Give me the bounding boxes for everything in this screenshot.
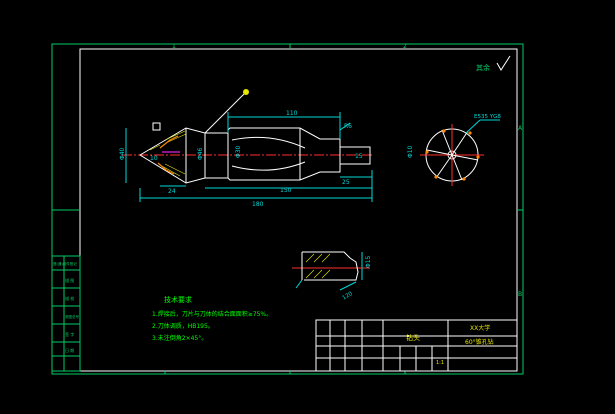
part-name: 钻头	[406, 333, 420, 342]
dim-r6: R6	[344, 123, 352, 130]
zone-label-top-1: 1	[172, 43, 176, 50]
sidebar-label: 借(通)用件登记	[53, 261, 77, 266]
dim-180: 180	[252, 201, 264, 208]
tech-heading: 技术要求	[164, 295, 192, 304]
sidebar-table: 借(通)用件登记 描 图 描 校 底图总号 签 字 日 期	[51, 255, 81, 372]
dim-25: 25	[342, 179, 350, 186]
roughness-marker	[243, 89, 249, 95]
dim-24: 24	[168, 188, 176, 195]
scale: 1:1	[436, 360, 444, 366]
dim-120: 120	[342, 291, 355, 302]
sidebar-label: 描 校	[65, 295, 74, 301]
end-view: E535 YG8 Φ10	[407, 114, 501, 186]
tech-item: 3.未注倒角2×45°。	[152, 334, 207, 342]
roughness-symbol: 其余	[476, 55, 511, 72]
section-view: Φ15 120	[292, 251, 372, 302]
tech-item: 2.刀体调质，HB195。	[152, 322, 214, 330]
tech-item: 1.焊接后，刀片与刀体的结合面面积≥75%。	[152, 310, 272, 318]
dim-150: 150	[280, 187, 292, 194]
dim-110: 110	[286, 110, 298, 117]
dim-15: 15	[355, 153, 363, 160]
sidebar-label: 底图总号	[65, 314, 79, 319]
title-block: 钻头 XX大学 60°锥孔钻 1:1	[315, 319, 518, 372]
roughness-note: 其余	[476, 63, 490, 72]
dim-phi40: Φ40	[119, 147, 126, 160]
school-name: XX大学	[470, 324, 490, 332]
dim-phi15: Φ15	[365, 255, 372, 268]
dim-phi30: Φ30	[235, 145, 242, 158]
sidebar-label: 描 图	[65, 277, 74, 283]
dim-10-shank: 10	[150, 155, 158, 162]
zone-label-side-a: A	[518, 125, 523, 132]
dim-phi10: Φ10	[407, 145, 414, 158]
tech-requirements: 技术要求 1.焊接后，刀片与刀体的结合面面积≥75%。 2.刀体调质，HB195…	[152, 295, 272, 342]
zone-label-side-b: B	[518, 291, 522, 298]
main-view: 110 150 180 24 25 15 10 Φ40 Φ46 Φ30 R6	[119, 89, 373, 208]
dim-phi46: Φ46	[197, 147, 204, 160]
sidebar-label: 签 字	[65, 331, 74, 337]
insert-spec: E535 YG8	[474, 114, 501, 120]
drawing-number: 60°锥孔钻	[465, 338, 494, 346]
zone-label-top-2: 2	[403, 43, 407, 50]
sidebar-label: 日 期	[65, 347, 74, 353]
drawing-frame: 1 2 A B	[51, 43, 524, 375]
